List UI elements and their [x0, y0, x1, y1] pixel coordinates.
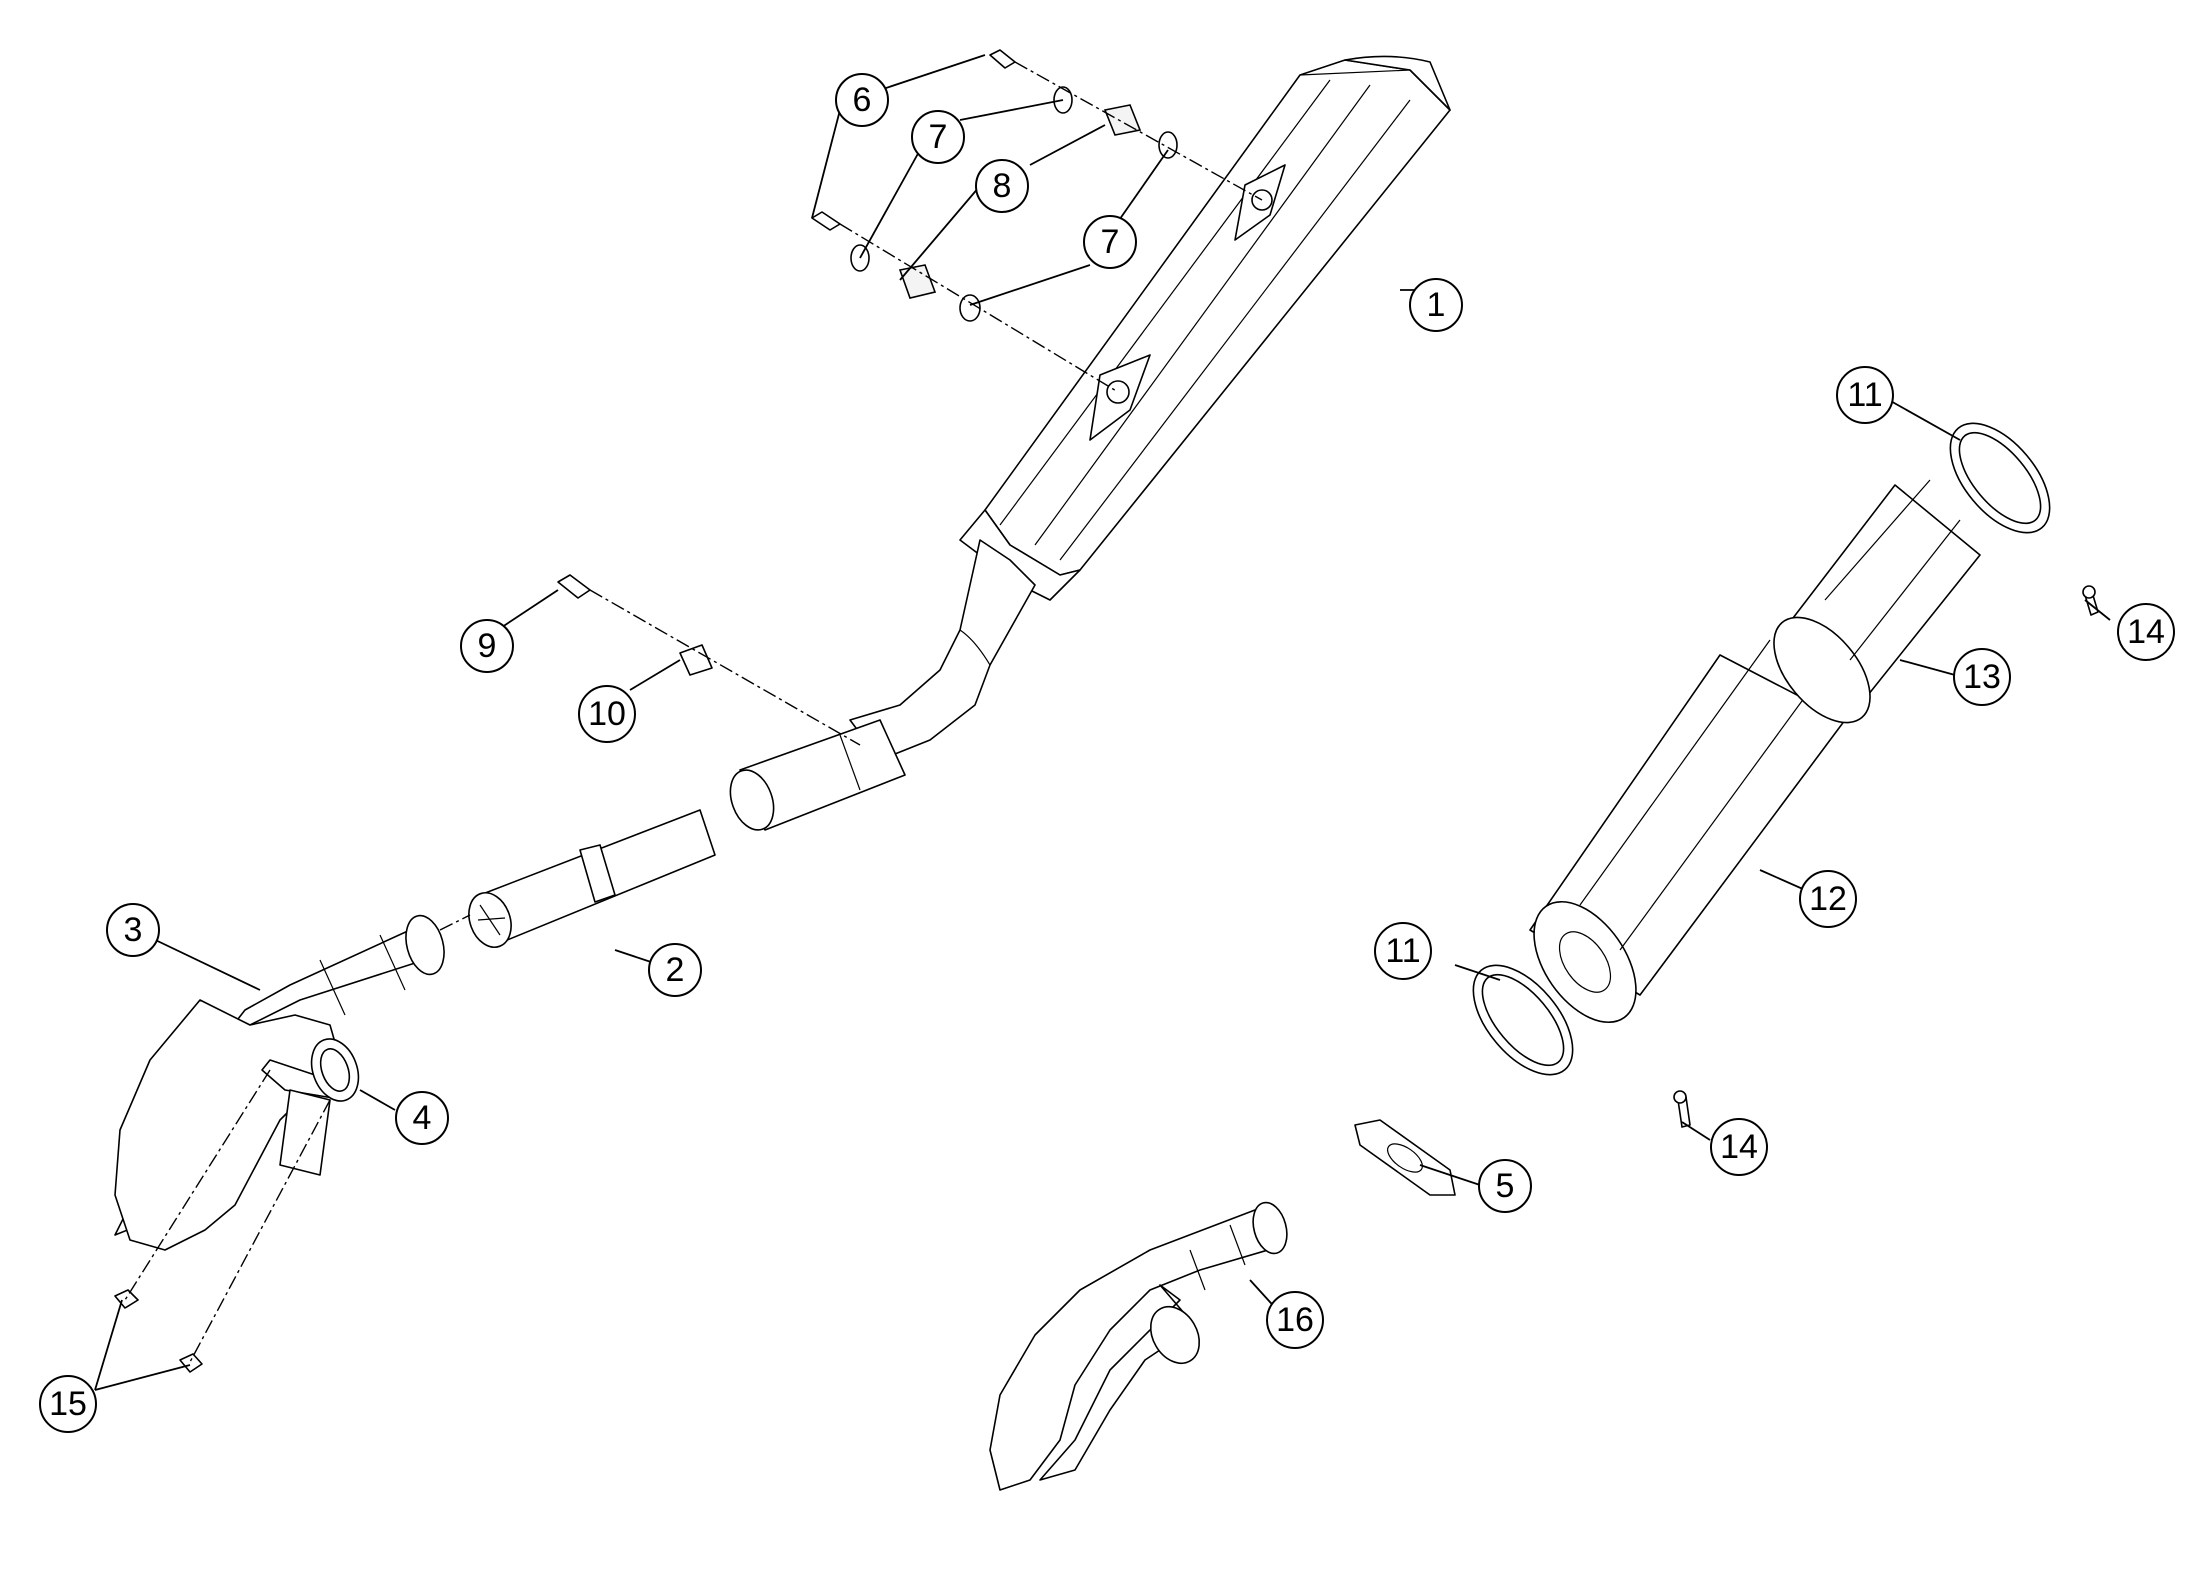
- svg-text:5: 5: [1496, 1167, 1515, 1205]
- svg-text:7: 7: [1101, 223, 1120, 261]
- callout-5: 5: [1478, 1159, 1532, 1213]
- part-screws: [1673, 585, 2099, 1128]
- svg-text:7: 7: [929, 118, 948, 156]
- part-end-rings: [1472, 422, 2051, 1076]
- part-bolts: [811, 49, 1016, 231]
- callout-15: 15: [39, 1375, 97, 1433]
- part-outer-sleeve: [1529, 639, 1846, 1024]
- leader-lines: [94, 54, 2111, 1391]
- callout-13: 13: [1953, 648, 2011, 706]
- svg-text:15: 15: [49, 1385, 87, 1423]
- part-flange-plate: [1354, 1119, 1456, 1196]
- callout-16: 16: [1266, 1291, 1324, 1349]
- svg-text:2: 2: [666, 951, 685, 989]
- part-inner-core: [1773, 479, 1981, 724]
- svg-text:10: 10: [588, 695, 626, 733]
- assembly-lines: [124, 61, 1263, 1363]
- part-silencer: [729, 55, 1451, 831]
- part-coupler-sleeve: [468, 809, 716, 948]
- part-gasket-ring: [310, 1038, 360, 1102]
- svg-text:13: 13: [1963, 658, 2001, 696]
- svg-text:1: 1: [1427, 286, 1446, 324]
- svg-text:9: 9: [478, 627, 497, 665]
- callout-2: 2: [648, 943, 702, 997]
- callout-9: 9: [460, 619, 514, 673]
- part-clamp-bolt: [557, 574, 713, 676]
- callout-12: 12: [1799, 870, 1857, 928]
- svg-text:3: 3: [124, 911, 143, 949]
- callout-1: 1: [1409, 278, 1463, 332]
- callout-11b: 11: [1374, 922, 1432, 980]
- svg-text:12: 12: [1809, 880, 1847, 918]
- part-nuts: [114, 1289, 203, 1373]
- callout-10: 10: [578, 685, 636, 743]
- svg-text:11: 11: [1385, 932, 1420, 970]
- callout-4: 4: [395, 1091, 449, 1145]
- callout-11a: 11: [1836, 366, 1894, 424]
- callout-6: 6: [835, 73, 889, 127]
- callout-7b: 7: [1083, 215, 1137, 269]
- svg-text:14: 14: [1720, 1128, 1758, 1166]
- callout-3: 3: [106, 903, 160, 957]
- svg-text:4: 4: [413, 1099, 432, 1137]
- callout-14b: 14: [1710, 1118, 1768, 1176]
- callout-14a: 14: [2117, 603, 2175, 661]
- callouts: 1 2 3 4 5 6 7 7 8 9 10 11 11 12 13 14 14…: [39, 73, 2175, 1433]
- svg-text:6: 6: [853, 81, 872, 119]
- svg-text:14: 14: [2127, 613, 2165, 651]
- callout-7a: 7: [911, 110, 965, 164]
- part-alt-header-pipe: [989, 1201, 1288, 1491]
- svg-text:8: 8: [993, 167, 1012, 205]
- callout-8: 8: [975, 159, 1029, 213]
- svg-text:16: 16: [1276, 1301, 1314, 1339]
- svg-text:11: 11: [1847, 376, 1882, 414]
- part-header-pipe: [114, 914, 445, 1251]
